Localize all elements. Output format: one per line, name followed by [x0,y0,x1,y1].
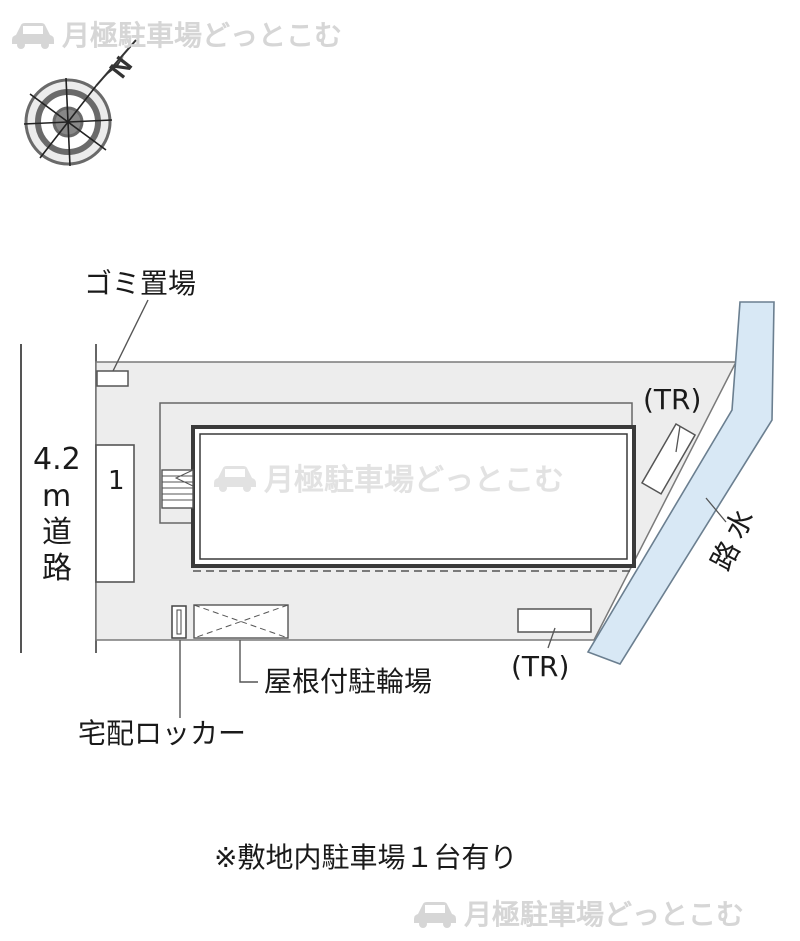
delivery-locker-label: 宅配ロッカー [78,717,247,750]
transformer-top-label: (TR) [643,383,702,416]
compass-north-label: N [103,50,138,83]
watermark-bottom: 月極駐車場どっとこむ [412,893,744,933]
transformer-bottom-leader [547,627,556,649]
compass-icon [23,39,137,167]
parking-space-1 [95,444,135,583]
transformer-top-leader [675,425,681,453]
road-width-label: 4.2 [33,442,81,477]
transformer-bottom [517,608,592,633]
watermark-top-text: 月極駐車場どっとこむ [62,19,343,52]
car-icon [12,23,54,49]
bicycle-parking-leader [239,640,258,683]
bicycle-parking-label: 屋根付駐輪場 [264,665,433,698]
road-name-label-1: 道 [42,515,72,550]
road-name-label-2: 路 [42,551,72,586]
bicycle-parking [193,604,289,639]
garbage-area [96,370,129,387]
watermark-center: 月極駐車場どっとこむ [212,455,564,499]
building-inner-line [199,433,628,560]
transformer-top [640,422,697,495]
building [191,425,636,568]
watermark-center-text: 月極駐車場どっとこむ [264,463,564,498]
stairs [161,469,194,509]
delivery-locker-door [176,609,182,635]
watermark-bottom-text: 月極駐車場どっとこむ [464,898,745,931]
road-unit-label: m [42,479,72,514]
waterway [586,301,775,665]
garbage-label: ゴミ置場 [84,267,197,300]
footnote: ※敷地内駐車場１台有り [214,841,518,874]
transformer-bottom-label: (TR) [511,650,570,683]
waterway-leader [705,497,727,523]
watermark-top: 月極駐車場どっとこむ [10,14,342,54]
car-icon [214,466,256,492]
parking-space-number: 1 [108,466,125,496]
car-icon [414,902,456,928]
garbage-leader [112,299,149,372]
